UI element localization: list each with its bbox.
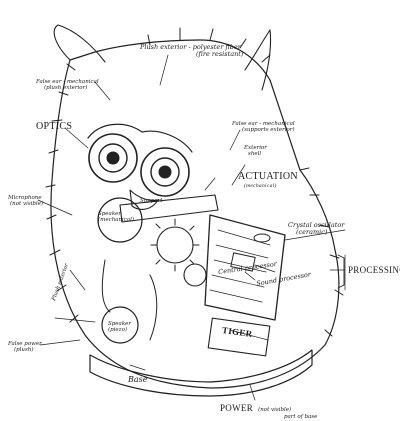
gear-small xyxy=(183,263,207,287)
processing-bracket xyxy=(337,254,345,289)
support-plate xyxy=(119,194,219,223)
left-eye-iris xyxy=(98,143,128,173)
right-eye-outer xyxy=(140,147,190,197)
left-eye-pupil xyxy=(106,151,120,165)
body-fur-outline xyxy=(50,39,340,389)
speaker-piezo xyxy=(101,306,139,344)
crystal-oscillator xyxy=(253,233,271,243)
label-exterior-shell: Exterior shell xyxy=(244,145,267,157)
circuit-board xyxy=(204,214,286,321)
leader-lines xyxy=(37,54,346,401)
label-false-power: False power (plush) xyxy=(8,341,42,353)
base-outline xyxy=(89,349,313,397)
gear-large xyxy=(156,226,194,264)
right-ear xyxy=(244,29,272,91)
label-base: Base xyxy=(128,375,148,384)
label-speaker-mechanical: Speaker (mechanical) xyxy=(98,211,135,223)
motor-housing xyxy=(101,259,158,341)
fur-strokes xyxy=(45,27,344,337)
right-eye-iris xyxy=(150,157,180,187)
tiger-plate xyxy=(207,317,271,357)
label-plush-exterior-top: Plush exterior - polyester fiber (fire r… xyxy=(140,43,244,58)
beak xyxy=(129,189,159,210)
processor-chip xyxy=(230,252,256,272)
label-processing: PROCESSING xyxy=(348,265,400,275)
circuit-traces xyxy=(209,229,271,303)
label-false-ear-left: False ear - mechanical (plush exterior) xyxy=(36,79,99,91)
gear-teeth xyxy=(150,218,200,272)
label-speaker-piezo: Speaker (piezo) xyxy=(108,321,132,333)
label-support: Support xyxy=(140,198,163,204)
left-eye-outer xyxy=(88,133,138,183)
label-false-ear-right: False ear - mechanical (supports exterio… xyxy=(232,121,295,133)
label-optics: OPTICS xyxy=(36,121,73,132)
label-actuation: ACTUATION (mechanical) xyxy=(238,171,298,189)
right-eye-pupil xyxy=(158,165,172,179)
label-microphone: Microphone (not visible) xyxy=(8,195,44,207)
label-power: POWER (not visible) part of base xyxy=(220,403,318,420)
eye-housing xyxy=(87,123,193,153)
speaker-mechanical xyxy=(97,197,143,243)
label-crystal-oscillator: Crystal oscillator (ceramic) xyxy=(288,221,345,236)
left-ear xyxy=(53,24,106,63)
